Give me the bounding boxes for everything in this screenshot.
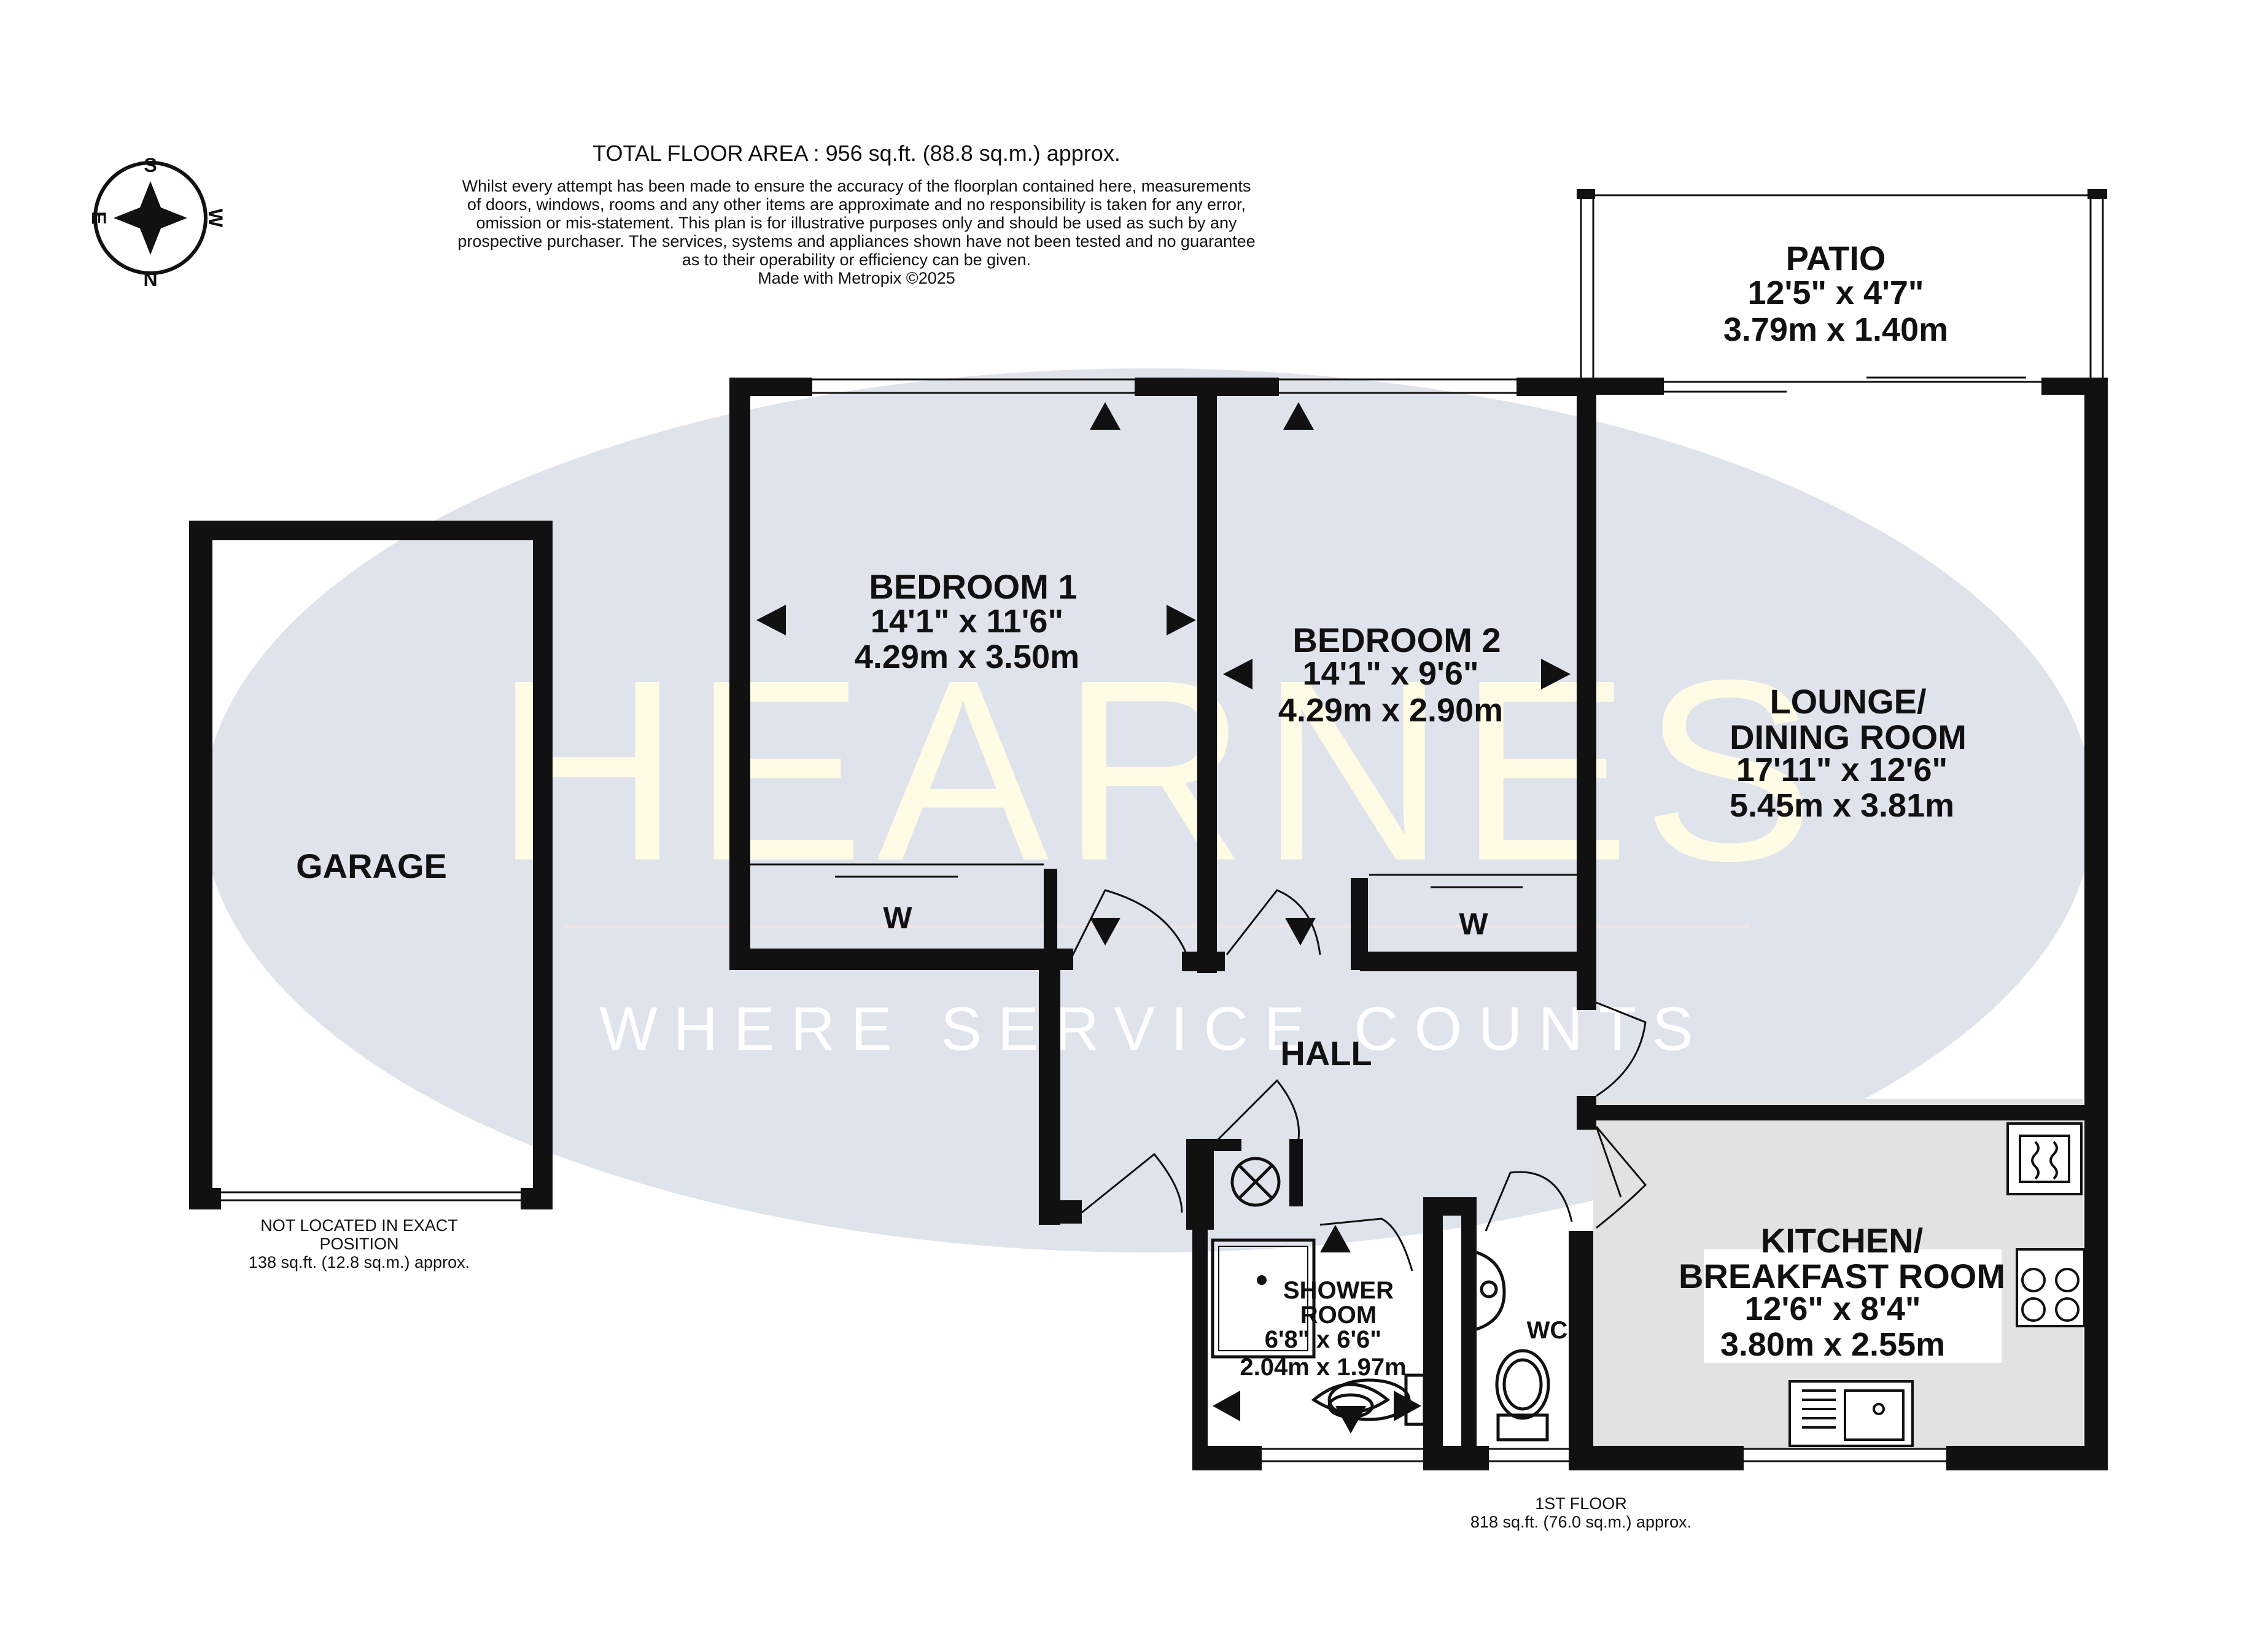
windows bbox=[221, 376, 2041, 1462]
sink-icon bbox=[1788, 1380, 1914, 1447]
garage-label: GARAGE bbox=[296, 847, 447, 885]
patio-metric: 3.79m x 1.40m bbox=[1723, 311, 1948, 348]
disclaimer-line: Whilst every attempt has been made to en… bbox=[462, 177, 1251, 195]
compass-ring bbox=[93, 161, 208, 275]
shower-metric: 2.04m x 1.97m bbox=[1240, 1354, 1406, 1381]
room-bedroom-2: BEDROOM 2 14'1" x 9'6" 4.29m x 2.90m bbox=[1278, 621, 1503, 729]
compass: S N W E bbox=[88, 154, 227, 290]
room-shower: SHOWER ROOM 6'8" x 6'6" 2.04m x 1.97m bbox=[1240, 1277, 1406, 1381]
patio-post bbox=[2087, 189, 2107, 199]
bedroom2-metric: 4.29m x 2.90m bbox=[1278, 692, 1503, 729]
disclaimer-line: of doors, windows, rooms and any other i… bbox=[467, 195, 1246, 214]
shower-tray bbox=[1211, 1238, 1316, 1359]
disclaimer-line: Made with Metropix ©2025 bbox=[758, 269, 955, 287]
garage-note: NOT LOCATED IN EXACT POSITION 138 sq.ft.… bbox=[249, 1216, 470, 1271]
total-floor-area: TOTAL FLOOR AREA : 956 sq.ft. (88.8 sq.m… bbox=[592, 141, 1120, 166]
room-lounge: LOUNGE/ DINING ROOM 17'11" x 12'6" 5.45m… bbox=[1730, 682, 1967, 824]
bedroom2-name: BEDROOM 2 bbox=[1292, 621, 1501, 659]
kitchen-imperial: 12'6" x 8'4" bbox=[1744, 1291, 1920, 1327]
room-bedroom-1: BEDROOM 1 14'1" x 11'6" 4.29m x 3.50m bbox=[855, 567, 1079, 675]
measure-arrows bbox=[756, 402, 1571, 1434]
disclaimer-line: as to their operability or efficiency ca… bbox=[682, 250, 1031, 269]
bedroom1-name: BEDROOM 1 bbox=[869, 567, 1077, 606]
compass-west: W bbox=[204, 209, 227, 228]
compass-south: S bbox=[144, 154, 157, 176]
lounge-imperial: 17'11" x 12'6" bbox=[1736, 751, 1948, 788]
room-patio: PATIO 12'5" x 4'7" 3.79m x 1.40m bbox=[1723, 239, 1948, 348]
garage-note-line: 138 sq.ft. (12.8 sq.m.) approx. bbox=[249, 1253, 470, 1271]
lounge-name-2: DINING ROOM bbox=[1730, 718, 1967, 756]
kitchen-name-1: KITCHEN/ bbox=[1761, 1221, 1924, 1260]
wc-toilet-icon bbox=[1495, 1349, 1550, 1442]
shower-imperial: 6'8" x 6'6" bbox=[1265, 1326, 1381, 1353]
bedroom2-imperial: 14'1" x 9'6" bbox=[1302, 655, 1478, 692]
garage-note-line: NOT LOCATED IN EXACT bbox=[260, 1216, 458, 1235]
room-kitchen: KITCHEN/ BREAKFAST ROOM 12'6" x 8'4" 3.8… bbox=[1679, 1221, 2005, 1363]
floor-note: 1ST FLOOR 818 sq.ft. (76.0 sq.m.) approx… bbox=[1470, 1494, 1691, 1531]
garage-note-line: POSITION bbox=[319, 1235, 398, 1253]
shower-head-icon bbox=[1257, 1275, 1267, 1285]
floor-note-line: 818 sq.ft. (76.0 sq.m.) approx. bbox=[1470, 1513, 1691, 1531]
lounge-metric: 5.45m x 3.81m bbox=[1730, 787, 1954, 824]
wardrobe-2-label: W bbox=[1459, 907, 1488, 941]
compass-north: N bbox=[143, 268, 157, 290]
lounge-name-1: LOUNGE/ bbox=[1769, 682, 1927, 721]
watermark-ellipse bbox=[203, 368, 2094, 1252]
watermark-brand: HEARNES bbox=[494, 627, 1827, 915]
patio-imperial: 12'5" x 4'7" bbox=[1747, 274, 1924, 311]
patio-outline bbox=[1580, 194, 2104, 381]
patio-name: PATIO bbox=[1786, 239, 1886, 278]
kitchen-name-2: BREAKFAST ROOM bbox=[1679, 1257, 2005, 1295]
shower-name-1: SHOWER bbox=[1283, 1277, 1394, 1304]
wardrobe-1-label: W bbox=[883, 901, 912, 935]
watermark-tagline: WHERE SERVICE COUNTS bbox=[599, 995, 1709, 1063]
disclaimer-line: prospective purchaser. The services, sys… bbox=[457, 232, 1255, 250]
header: TOTAL FLOOR AREA : 956 sq.ft. (88.8 sq.m… bbox=[457, 141, 1255, 287]
floor-note-line: 1ST FLOOR bbox=[1535, 1494, 1627, 1513]
watermark-rule bbox=[565, 925, 1750, 928]
compass-star bbox=[114, 181, 187, 255]
door-swings bbox=[1070, 889, 1647, 1271]
wc-label: WC bbox=[1527, 1317, 1568, 1344]
shower-name-2: ROOM bbox=[1300, 1302, 1377, 1329]
microwave-icon bbox=[2006, 1122, 2083, 1195]
hall-label: HALL bbox=[1280, 1034, 1372, 1073]
extractor-fan-icon bbox=[1230, 1157, 1281, 1207]
wc-basin-icon bbox=[1476, 1251, 1506, 1331]
patio-post bbox=[1577, 189, 1595, 199]
walls bbox=[189, 378, 2108, 1470]
hob-icon bbox=[2016, 1248, 2086, 1327]
bedroom1-metric: 4.29m x 3.50m bbox=[855, 639, 1079, 675]
bedroom1-imperial: 14'1" x 11'6" bbox=[871, 603, 1063, 640]
compass-east: E bbox=[88, 211, 110, 224]
kitchen-worktop bbox=[1593, 1099, 2083, 1449]
kitchen-metric: 3.80m x 2.55m bbox=[1720, 1326, 1945, 1363]
disclaimer-line: omission or mis-statement. This plan is … bbox=[476, 214, 1237, 232]
